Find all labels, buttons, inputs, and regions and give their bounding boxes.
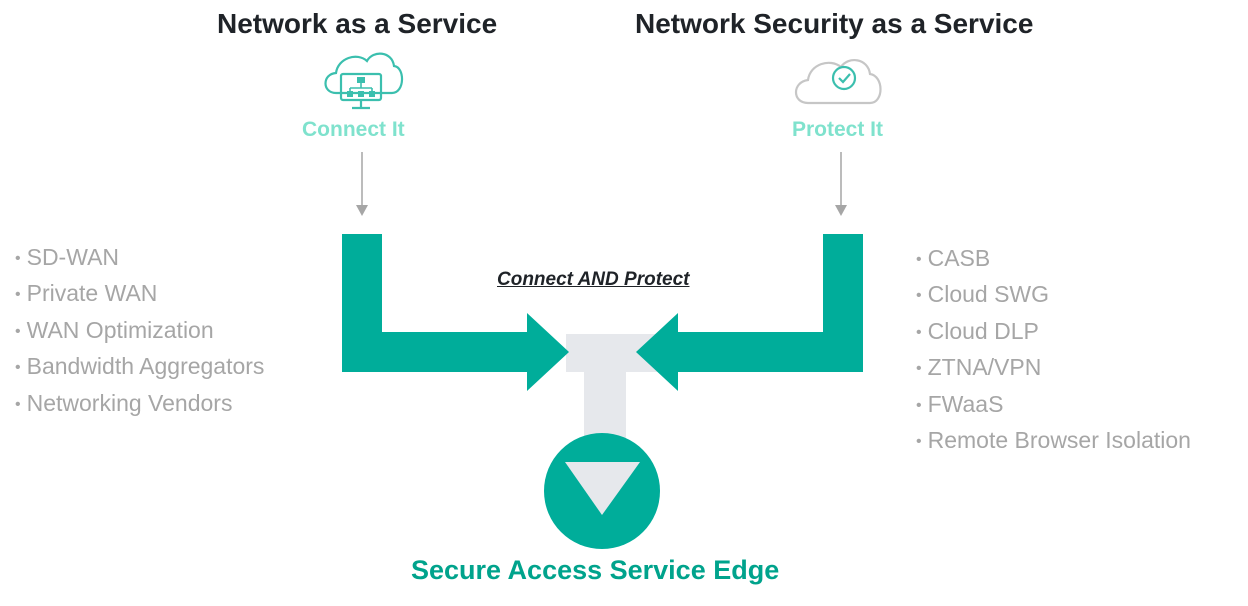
- list-item-label: ZTNA/VPN: [927, 354, 1042, 381]
- list-item: • Bandwidth Aggregators: [15, 348, 264, 384]
- list-item-label: Remote Browser Isolation: [927, 426, 1191, 453]
- connect-it-caption: Connect It: [302, 118, 405, 141]
- bullet: •: [916, 396, 922, 414]
- bullet: •: [916, 251, 922, 268]
- network-security-as-a-service-heading: Network Security as a Service: [635, 8, 1034, 39]
- list-item-label: CASB: [927, 245, 991, 271]
- bullet: •: [15, 359, 21, 377]
- networking-list: • SD-WAN • Private WAN • WAN Optimization • Ban…: [15, 239, 264, 421]
- list-item-label: SD-WAN: [26, 244, 120, 270]
- bullet: •: [916, 432, 922, 450]
- bullet: •: [15, 250, 21, 267]
- cloud-check-icon: [794, 59, 882, 105]
- bullet: •: [15, 322, 21, 340]
- list-item-label: Private WAN: [26, 280, 158, 307]
- down-arrow-right: [835, 152, 847, 216]
- protect-arrow: [636, 234, 863, 391]
- list-item-label: Cloud DLP: [927, 317, 1039, 344]
- list-item-label: WAN Optimization: [26, 316, 214, 343]
- list-item: • Private WAN: [15, 275, 264, 311]
- cloud-network-icon: [324, 52, 404, 110]
- bullet: •: [15, 395, 21, 413]
- list-item: • Cloud DLP: [916, 313, 1191, 349]
- bullet: •: [916, 323, 922, 341]
- list-item: • Networking Vendors: [15, 385, 264, 421]
- list-item: • WAN Optimization: [15, 312, 264, 348]
- bullet: •: [916, 287, 922, 305]
- list-item-label: FWaaS: [927, 390, 1004, 417]
- list-item: • ZTNA/VPN: [916, 349, 1191, 385]
- connect-arrow: [342, 234, 569, 391]
- result-arrowhead: [565, 462, 640, 515]
- bullet: •: [15, 286, 21, 304]
- list-item: • Cloud SWG: [916, 276, 1191, 312]
- list-item: • Remote Browser Isolation: [916, 422, 1191, 458]
- list-item-label: Cloud SWG: [927, 281, 1050, 308]
- list-item-label: Networking Vendors: [26, 389, 233, 416]
- sase-title: Secure Access Service Edge: [411, 555, 780, 585]
- list-item: • SD-WAN: [15, 239, 264, 275]
- down-arrow-left: [356, 152, 368, 216]
- list-item: • CASB: [916, 240, 1191, 276]
- protect-it-caption: Protect It: [792, 118, 884, 141]
- connect-and-protect-label: Connect AND Protect: [497, 269, 690, 290]
- network-as-a-service-heading: Network as a Service: [217, 8, 498, 39]
- bullet: •: [916, 360, 922, 378]
- list-item: • FWaaS: [916, 386, 1191, 422]
- list-item-label: Bandwidth Aggregators: [26, 353, 265, 380]
- security-list: • CASB • Cloud SWG • Cloud DLP • ZTNA/VPN • FWaaS…: [916, 240, 1191, 458]
